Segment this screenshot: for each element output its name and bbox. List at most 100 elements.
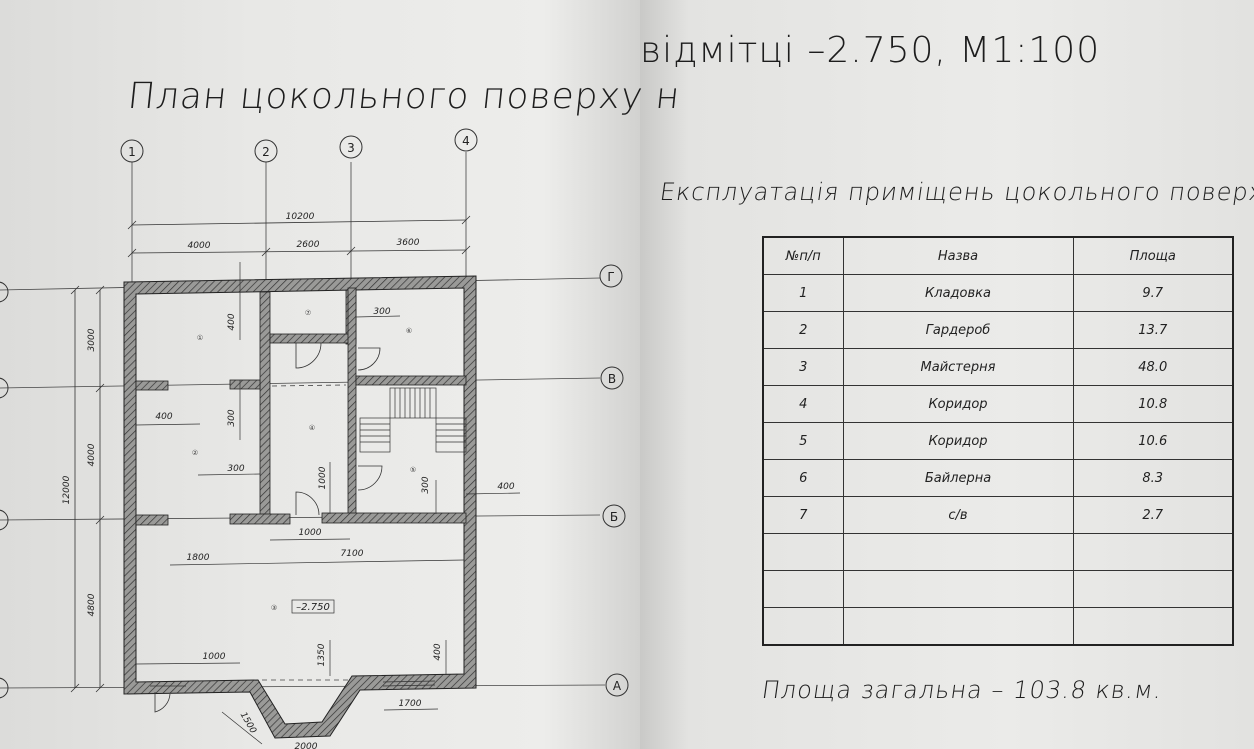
dim-span-g-v: 3000 bbox=[87, 328, 97, 351]
row-number: 3 bbox=[762, 348, 844, 386]
room-marker-5: ⑤ bbox=[410, 466, 416, 474]
table-row bbox=[762, 607, 1234, 646]
inner-dimension-lines bbox=[135, 262, 521, 745]
dim-wall-400-d: 400 bbox=[433, 643, 443, 660]
row-number: 1 bbox=[762, 274, 844, 312]
room-area: 9.7 bbox=[1072, 274, 1234, 312]
room-area: 10.8 bbox=[1072, 385, 1234, 423]
room-name: Майстерня bbox=[842, 348, 1074, 386]
column-header-area: Площа bbox=[1072, 236, 1234, 275]
dim-door-1000-a: 1000 bbox=[318, 466, 328, 489]
drawing-title-part2: відмітці –2.750, М1:100 bbox=[640, 30, 1101, 71]
dim-wall-400-a: 400 bbox=[227, 313, 237, 330]
room-area: 48.0 bbox=[1072, 348, 1234, 386]
dim-span-b-a: 4800 bbox=[87, 593, 97, 616]
dim-door-1000-c: 1000 bbox=[203, 652, 226, 662]
dim-1800: 1800 bbox=[187, 553, 210, 563]
room-area: 10.6 bbox=[1072, 422, 1234, 460]
dim-total-width: 10200 bbox=[286, 212, 315, 222]
dim-total-height: 12000 bbox=[62, 475, 72, 504]
left-sheet bbox=[0, 0, 640, 749]
exterior-walls bbox=[123, 275, 477, 739]
dim-span-3-4: 3600 bbox=[397, 238, 420, 248]
table-header-row: №п/п Назва Площа bbox=[762, 236, 1234, 275]
room-area: 13.7 bbox=[1072, 311, 1234, 349]
room-name: Байлерна bbox=[842, 459, 1074, 497]
level-mark: –2.750 bbox=[296, 602, 330, 613]
room-name bbox=[842, 570, 1074, 608]
row-number bbox=[762, 570, 844, 608]
dim-wall-300-b: 300 bbox=[227, 464, 244, 474]
dim-wall-400-c: 400 bbox=[497, 482, 514, 492]
room-area: 8.3 bbox=[1072, 459, 1234, 497]
level-mark-box bbox=[291, 599, 335, 614]
staircase bbox=[359, 387, 467, 453]
row-number: 2 bbox=[762, 311, 844, 349]
axis-label-b: Б bbox=[610, 510, 618, 524]
column-header-name: Назва bbox=[842, 236, 1074, 275]
room-area: 2.7 bbox=[1072, 496, 1234, 534]
dim-wall-300-c: 300 bbox=[373, 307, 390, 317]
doors bbox=[150, 342, 436, 713]
room-name bbox=[842, 607, 1074, 646]
table-row bbox=[762, 570, 1234, 608]
row-number: 7 bbox=[762, 496, 844, 534]
left-dimensions bbox=[70, 285, 105, 693]
room-area bbox=[1072, 533, 1234, 571]
axis-label-2: 2 bbox=[262, 145, 270, 159]
dim-door-1000-b: 1000 bbox=[299, 528, 322, 538]
exploitation-title: Експлуатація приміщень цокольного поверх… bbox=[658, 178, 1254, 206]
row-number: 6 bbox=[762, 459, 844, 497]
room-name: Кладовка bbox=[842, 274, 1074, 312]
total-area: Площа загальна – 103.8 кв.м. bbox=[760, 676, 1165, 704]
row-number bbox=[762, 607, 844, 646]
room-marker-1: ① bbox=[197, 334, 203, 342]
room-name bbox=[842, 533, 1074, 571]
axis-label-3: 3 bbox=[347, 141, 355, 155]
axis-markers-horizontal: Г В Б А bbox=[0, 264, 629, 699]
dim-span-2-3: 2600 bbox=[297, 240, 320, 250]
axis-label-4: 4 bbox=[462, 134, 470, 148]
axis-label-1: 1 bbox=[128, 145, 136, 159]
column-header-number: №п/п bbox=[762, 236, 844, 275]
room-marker-7: ⑦ bbox=[305, 309, 311, 317]
room-marker-2: ② bbox=[192, 449, 198, 457]
row-number bbox=[762, 533, 844, 571]
room-name: с/в bbox=[842, 496, 1074, 534]
dim-1500: 1500 bbox=[238, 711, 258, 736]
dim-wall-300-d: 300 bbox=[421, 476, 431, 493]
axis-label-a: А bbox=[613, 679, 622, 693]
room-marker-4: ④ bbox=[309, 424, 315, 432]
axis-markers-vertical: 1 2 3 4 bbox=[120, 128, 478, 163]
dim-7100: 7100 bbox=[341, 549, 364, 559]
dim-wall-400-b: 400 bbox=[155, 412, 172, 422]
room-name: Коридор bbox=[842, 385, 1074, 423]
dim-span-1-2: 4000 bbox=[188, 241, 211, 251]
hidden-lines bbox=[262, 384, 350, 681]
room-marker-6: ⑥ bbox=[406, 327, 412, 335]
table-row bbox=[762, 533, 1234, 571]
dim-1700: 1700 bbox=[399, 699, 422, 709]
dim-1350: 1350 bbox=[317, 643, 327, 666]
room-area bbox=[1072, 607, 1234, 646]
row-number: 5 bbox=[762, 422, 844, 460]
room-name: Гардероб bbox=[842, 311, 1074, 349]
interior-walls bbox=[135, 287, 467, 526]
dim-span-v-b: 4000 bbox=[87, 443, 97, 466]
row-number: 4 bbox=[762, 385, 844, 423]
room-area bbox=[1072, 570, 1234, 608]
dim-2000: 2000 bbox=[295, 742, 318, 749]
floor-plan: 1 2 3 4 Г В Б А 10200 4000 2600 3600 bbox=[0, 128, 629, 749]
dim-wall-300-a: 300 bbox=[227, 409, 237, 426]
axis-label-v: В bbox=[608, 372, 616, 386]
axis-label-g: Г bbox=[607, 270, 614, 284]
room-name: Коридор bbox=[842, 422, 1074, 460]
